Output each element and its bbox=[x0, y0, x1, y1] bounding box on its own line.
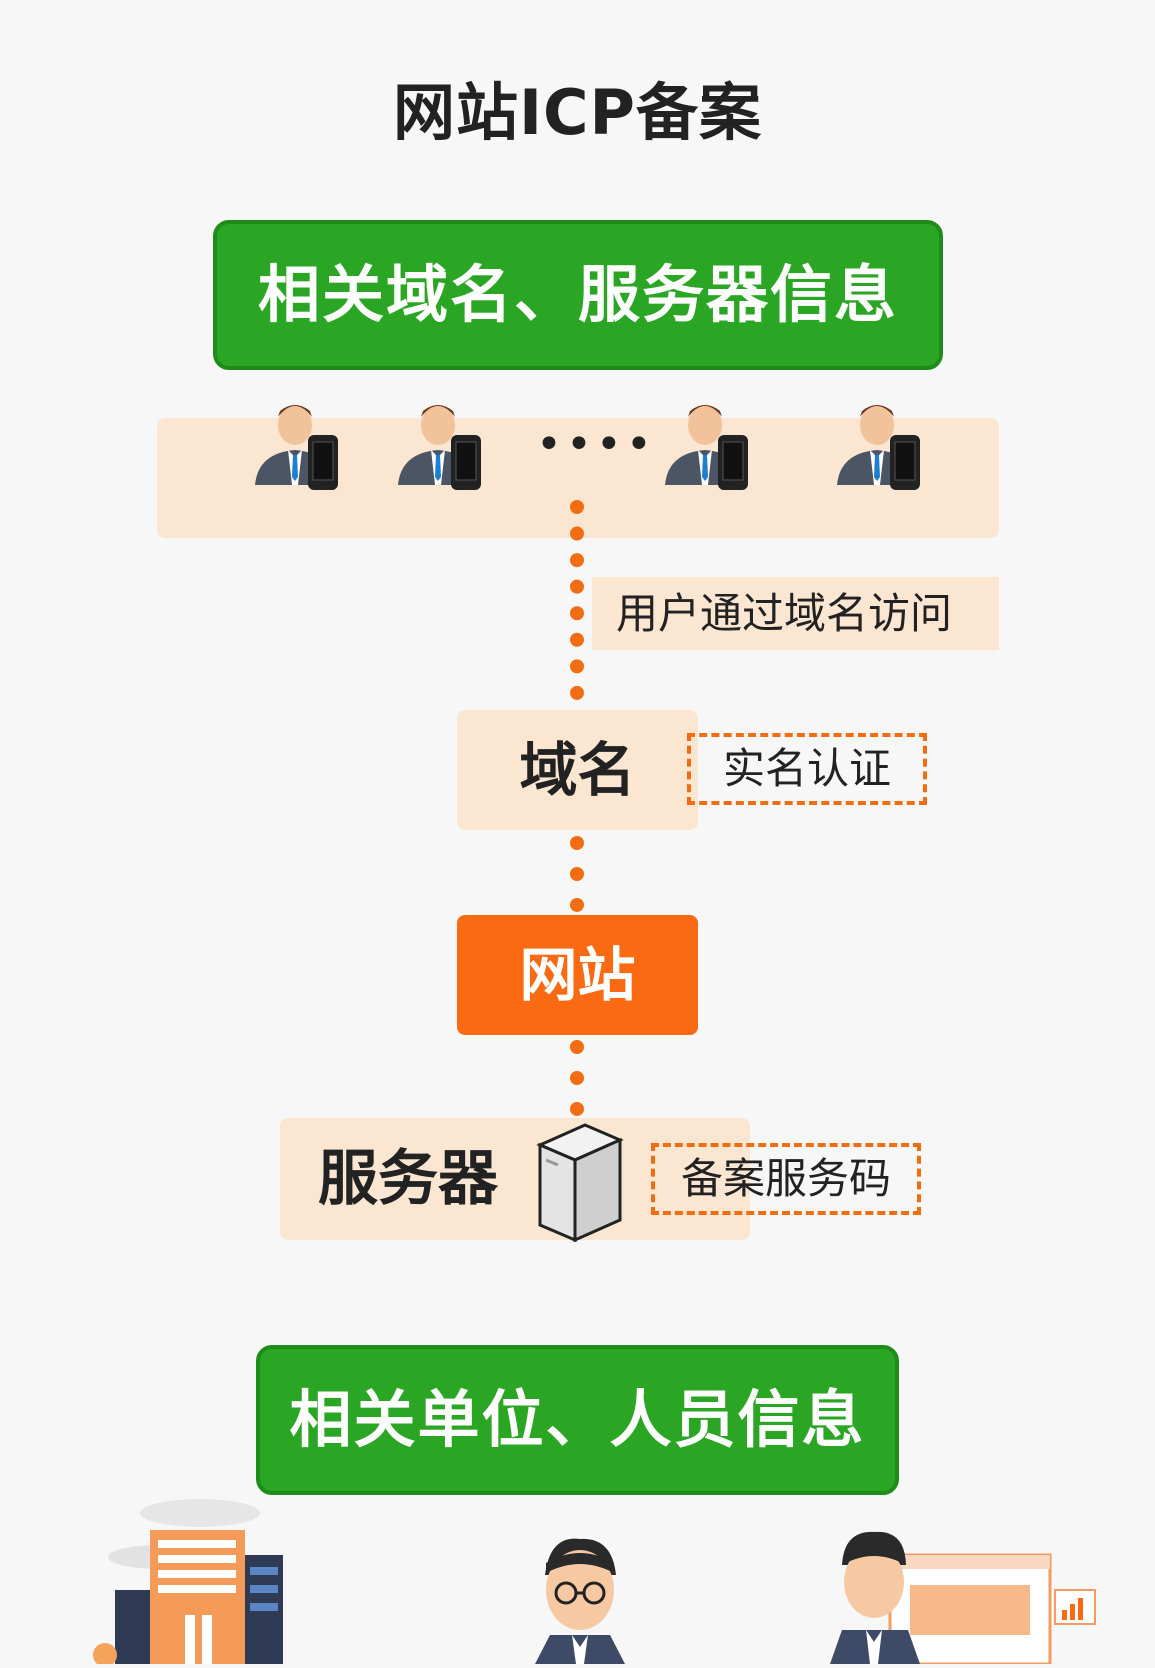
connector-line bbox=[570, 500, 598, 700]
connector-line bbox=[570, 1040, 598, 1116]
domain-box: 域名 bbox=[457, 710, 698, 830]
building-icon bbox=[90, 1495, 310, 1667]
filing-service-code-label: 备案服务码 bbox=[651, 1143, 921, 1215]
user-phone-icon bbox=[660, 395, 760, 500]
website-box: 网站 bbox=[457, 915, 698, 1035]
person-glasses-icon bbox=[520, 1535, 640, 1664]
person-website-icon bbox=[830, 1530, 1100, 1666]
realname-verification-label: 实名认证 bbox=[687, 733, 927, 805]
user-phone-icon bbox=[250, 395, 350, 500]
server-icon bbox=[530, 1115, 630, 1245]
more-users-ellipsis: •••• bbox=[536, 419, 656, 470]
connector-line bbox=[570, 836, 598, 912]
organization-personnel-info-box: 相关单位、人员信息 bbox=[256, 1345, 899, 1495]
server-box bbox=[280, 1118, 750, 1240]
page-title: 网站ICP备案 bbox=[392, 76, 762, 149]
domain-server-info-box: 相关域名、服务器信息 bbox=[213, 220, 943, 370]
user-phone-icon bbox=[393, 395, 493, 500]
access-via-domain-label: 用户通过域名访问 bbox=[592, 577, 999, 650]
server-label: 服务器 bbox=[318, 1144, 498, 1214]
user-phone-icon bbox=[832, 395, 932, 500]
